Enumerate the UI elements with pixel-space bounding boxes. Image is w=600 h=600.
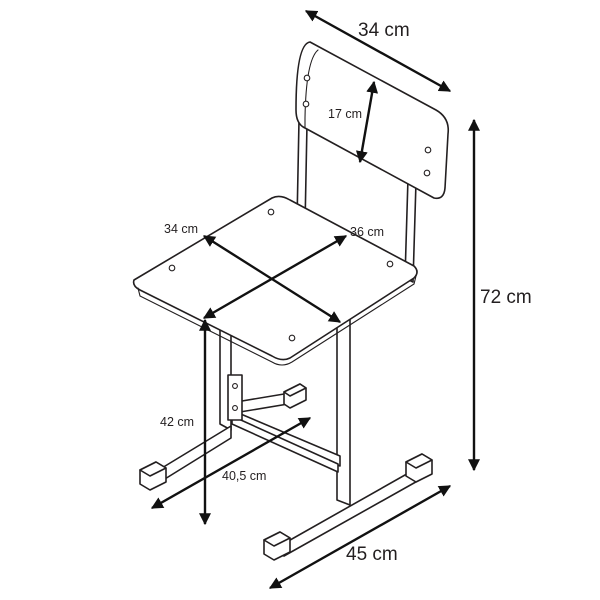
label-base-width: 45 cm: [346, 544, 398, 565]
arrow-seat-depth: [202, 234, 348, 320]
label-frame-depth: 40,5 cm: [222, 469, 266, 483]
dimension-arrows: [150, 9, 480, 590]
label-top-width: 34 cm: [358, 20, 410, 41]
label-seat-height: 42 cm: [160, 415, 194, 429]
label-seat-depth: 36 cm: [350, 225, 384, 239]
label-total-height: 72 cm: [480, 287, 532, 308]
label-back-height: 17 cm: [328, 107, 362, 121]
backrest: [295, 41, 450, 200]
arrow-frame-depth: [150, 416, 312, 510]
dimension-labels: 34 cm 17 cm 34 cm 36 cm 72 cm 42 cm 40,5…: [160, 20, 532, 565]
arrow-back-height: [355, 80, 379, 164]
arrow-base-width: [268, 484, 452, 590]
label-seat-width: 34 cm: [164, 222, 198, 236]
arrow-top-width: [304, 9, 452, 93]
